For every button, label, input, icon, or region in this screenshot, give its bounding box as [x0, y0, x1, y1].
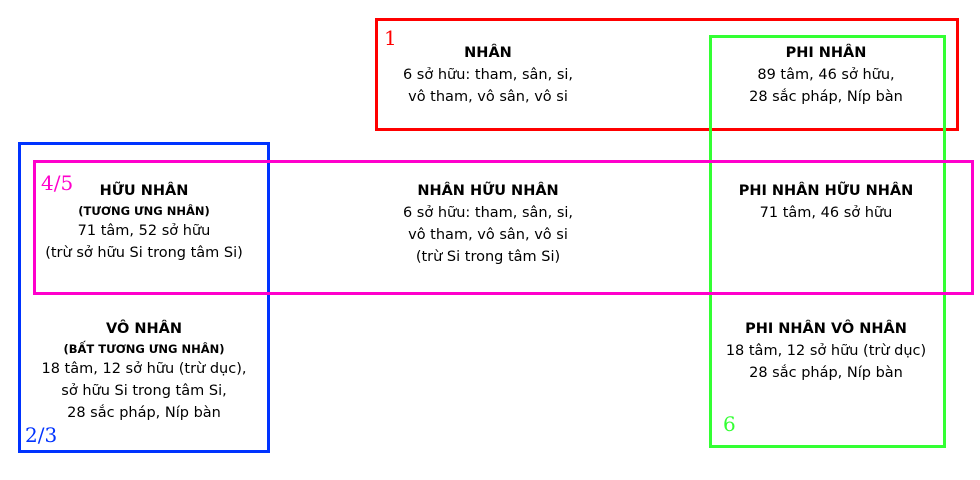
node-nhan-huu-nhan: NHÂN HỮU NHÂN 6 sở hữu: tham, sân, si, v…	[376, 180, 600, 268]
node-phi-nhan-huu-nhan: PHI NHÂN HỮU NHÂN 71 tâm, 46 sở hữu	[714, 180, 938, 224]
frame-label-4-5: 4/5	[41, 171, 74, 195]
node-phi-nhan-vo-nhan-line-1: 18 tâm, 12 sở hữu (trừ dục)	[725, 343, 927, 359]
node-huu-nhan-line-1: 71 tâm, 52 sở hữu	[77, 223, 211, 239]
node-nhan-title: NHÂN	[464, 45, 512, 61]
node-vo-nhan-subtitle: (BẤT TƯƠNG ƯNG NHÂN)	[63, 342, 225, 356]
node-nhan-huu-nhan-line-1: 6 sở hữu: tham, sân, si,	[402, 205, 574, 221]
node-phi-nhan-line-2: 28 sắc pháp, Níp bàn	[749, 89, 903, 105]
node-nhan-huu-nhan-line-2: vô tham, vô sân, vô si	[408, 227, 568, 243]
node-phi-nhan-vo-nhan-title: PHI NHÂN VÔ NHÂN	[745, 321, 907, 337]
node-phi-nhan-vo-nhan-line-2: 28 sắc pháp, Níp bàn	[749, 365, 903, 381]
node-nhan-huu-nhan-line-3: (trừ Si trong tâm Si)	[415, 249, 561, 265]
node-huu-nhan-title: HỮU NHÂN	[99, 183, 189, 199]
node-huu-nhan: HỮU NHÂN (TƯƠNG ƯNG NHÂN) 71 tâm, 52 sở …	[28, 180, 260, 264]
node-nhan: NHÂN 6 sở hữu: tham, sân, si, vô tham, v…	[388, 42, 588, 108]
node-phi-nhan-huu-nhan-title: PHI NHÂN HỮU NHÂN	[738, 183, 914, 199]
node-nhan-huu-nhan-title: NHÂN HỮU NHÂN	[417, 183, 559, 199]
node-vo-nhan-title: VÔ NHÂN	[106, 321, 182, 337]
group-frame-4-5	[33, 160, 974, 295]
group-frame-6	[709, 35, 946, 448]
group-frame-2-3	[18, 142, 270, 453]
node-nhan-line-1: 6 sở hữu: tham, sân, si,	[402, 67, 574, 83]
node-nhan-line-2: vô tham, vô sân, vô si	[408, 89, 568, 105]
node-phi-nhan-title: PHI NHÂN	[785, 45, 867, 61]
node-vo-nhan-line-2: sở hữu Si trong tâm Si,	[61, 383, 227, 399]
node-phi-nhan: PHI NHÂN 89 tâm, 46 sở hữu, 28 sắc pháp,…	[714, 42, 938, 108]
node-vo-nhan-line-1: 18 tâm, 12 sở hữu (trừ dục),	[41, 361, 247, 377]
node-phi-nhan-vo-nhan: PHI NHÂN VÔ NHÂN 18 tâm, 12 sở hữu (trừ …	[706, 318, 946, 384]
node-vo-nhan-line-3: 28 sắc pháp, Níp bàn	[67, 405, 221, 421]
node-huu-nhan-line-2: (trừ sở hữu Si trong tâm Si)	[45, 245, 243, 261]
group-frame-1	[375, 18, 959, 131]
frame-label-6: 6	[723, 412, 736, 436]
node-phi-nhan-line-1: 89 tâm, 46 sở hữu,	[757, 67, 895, 83]
frame-label-1: 1	[384, 26, 397, 50]
node-vo-nhan: VÔ NHÂN (BẤT TƯƠNG ƯNG NHÂN) 18 tâm, 12 …	[28, 318, 260, 424]
frame-label-2-3: 2/3	[25, 423, 58, 447]
node-huu-nhan-subtitle: (TƯƠNG ƯNG NHÂN)	[78, 204, 210, 218]
node-phi-nhan-huu-nhan-line-1: 71 tâm, 46 sở hữu	[759, 205, 893, 221]
